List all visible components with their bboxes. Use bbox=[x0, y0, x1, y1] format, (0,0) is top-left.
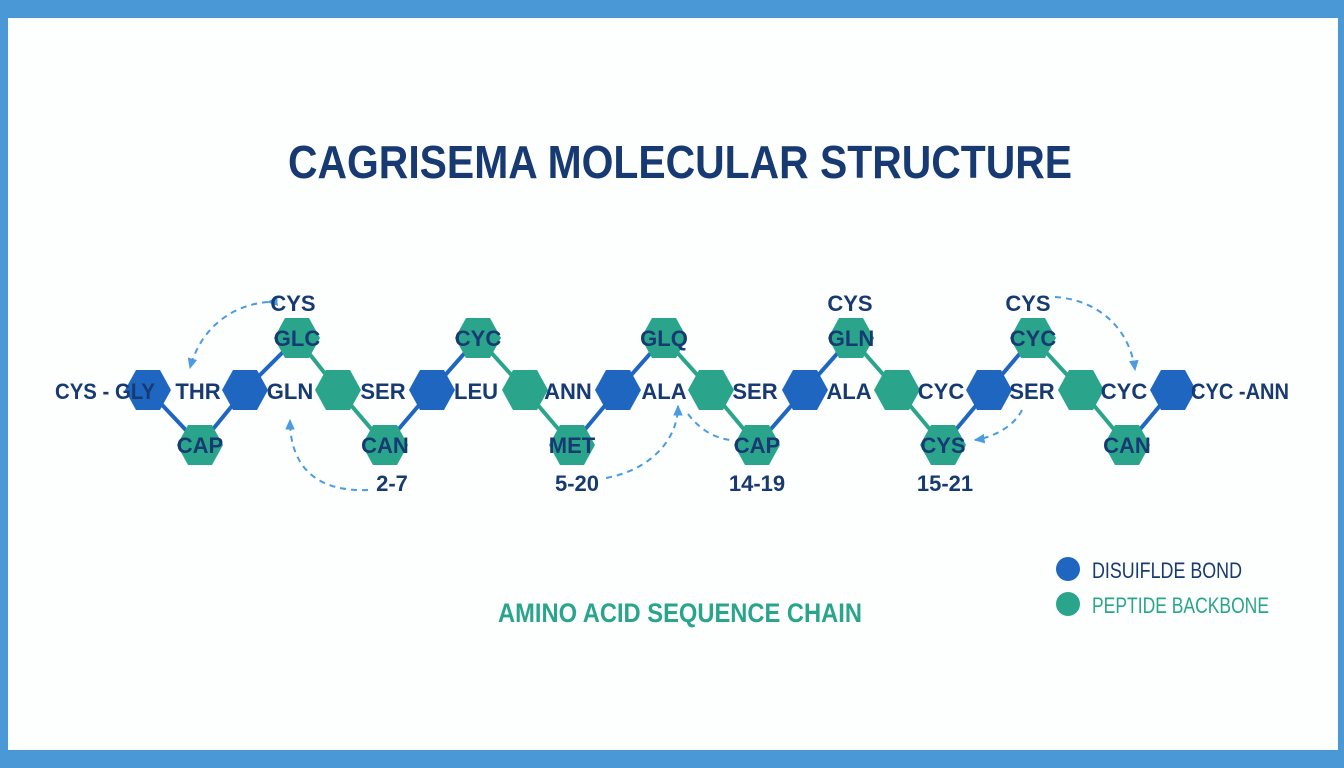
sequence-label: CYC -ANN bbox=[1191, 379, 1289, 404]
sequence-label: ALA bbox=[641, 379, 686, 404]
residue-label-bottom: CAN bbox=[361, 433, 409, 458]
disulfide-arrow bbox=[1054, 296, 1139, 372]
disulfide-arrow bbox=[187, 296, 278, 370]
sequence-label: GLN bbox=[267, 379, 313, 404]
sequence-label: CYC bbox=[918, 379, 965, 404]
sequence-label: CYC bbox=[1101, 379, 1148, 404]
residue-label-bottom: MET bbox=[549, 433, 596, 458]
sequence-label: CYS - GLY bbox=[55, 379, 155, 404]
residue-node-bottom bbox=[549, 425, 595, 465]
residue-hex-disulfide bbox=[1150, 370, 1196, 410]
residue-node-bottom bbox=[362, 425, 408, 465]
residue-label-bottom: CAP bbox=[177, 433, 223, 458]
residue-hex-disulfide bbox=[966, 370, 1012, 410]
residue-label-top: GLN bbox=[828, 326, 874, 351]
disulfide-range-label: 2-7 bbox=[376, 471, 408, 496]
residue-node-bottom bbox=[177, 425, 223, 465]
residue-hex-backbone bbox=[688, 370, 734, 410]
cysteine-annotation: CYS bbox=[1005, 291, 1050, 316]
residue-node-top bbox=[1010, 318, 1056, 358]
residue-node-top bbox=[641, 318, 687, 358]
disulfide-arrow bbox=[973, 409, 1023, 444]
residue-hex-backbone bbox=[502, 370, 548, 410]
residue-hex-disulfide bbox=[409, 370, 455, 410]
residue-hex-disulfide bbox=[782, 370, 828, 410]
disulfide-arrow bbox=[605, 404, 683, 479]
page-title: CAGRISEMA MOLECULAR STRUCTURE bbox=[288, 136, 1072, 188]
sequence-label: LEU bbox=[454, 379, 498, 404]
residue-node-bottom bbox=[734, 425, 780, 465]
residue-label-top: GLC bbox=[274, 326, 321, 351]
sequence-label: ANN bbox=[544, 379, 592, 404]
residue-node-bottom bbox=[920, 425, 966, 465]
subtitle: AMINO ACID SEQUENCE CHAIN bbox=[498, 598, 862, 628]
residue-hex-backbone bbox=[1058, 370, 1104, 410]
sequence-label: THR bbox=[175, 379, 220, 404]
residue-label-top: GLQ bbox=[640, 326, 688, 351]
residue-node-top bbox=[274, 318, 320, 358]
residue-hex-backbone bbox=[874, 370, 920, 410]
legend-label-disulfide: DISUIFLDE BOND bbox=[1092, 558, 1242, 583]
residue-label-top: CYC bbox=[1010, 326, 1057, 351]
residue-hex-disulfide bbox=[125, 370, 171, 410]
disulfide-range-label: 5-20 bbox=[555, 471, 599, 496]
residue-label-bottom: CYS bbox=[920, 433, 965, 458]
disulfide-range-label: 14-19 bbox=[729, 471, 785, 496]
legend: DISUIFLDE BOND PEPTIDE BACKBONE bbox=[1056, 557, 1269, 618]
disulfide-arrow bbox=[285, 418, 369, 492]
legend-swatch-disulfide bbox=[1056, 557, 1080, 581]
sequence-label: SER bbox=[732, 379, 777, 404]
residue-node-top bbox=[455, 318, 501, 358]
residue-label-top: CYC bbox=[455, 326, 502, 351]
legend-label-backbone: PEPTIDE BACKBONE bbox=[1092, 593, 1269, 618]
residue-node-top bbox=[828, 318, 874, 358]
disulfide-range-label: 15-21 bbox=[917, 471, 973, 496]
residue-label-bottom: CAP bbox=[734, 433, 780, 458]
cysteine-annotation: CYS bbox=[827, 291, 872, 316]
sequence-label: ALA bbox=[826, 379, 871, 404]
disulfide-arrow bbox=[687, 413, 731, 441]
sequence-label: SER bbox=[360, 379, 405, 404]
legend-swatch-backbone bbox=[1056, 592, 1080, 616]
sequence-label: SER bbox=[1009, 379, 1054, 404]
cysteine-annotation: CYS bbox=[270, 291, 315, 316]
residue-hex-backbone bbox=[315, 370, 361, 410]
residue-hex-disulfide bbox=[222, 370, 268, 410]
residue-node-bottom bbox=[1104, 425, 1150, 465]
residue-label-bottom: CAN bbox=[1103, 433, 1151, 458]
residue-hex-disulfide bbox=[595, 370, 641, 410]
